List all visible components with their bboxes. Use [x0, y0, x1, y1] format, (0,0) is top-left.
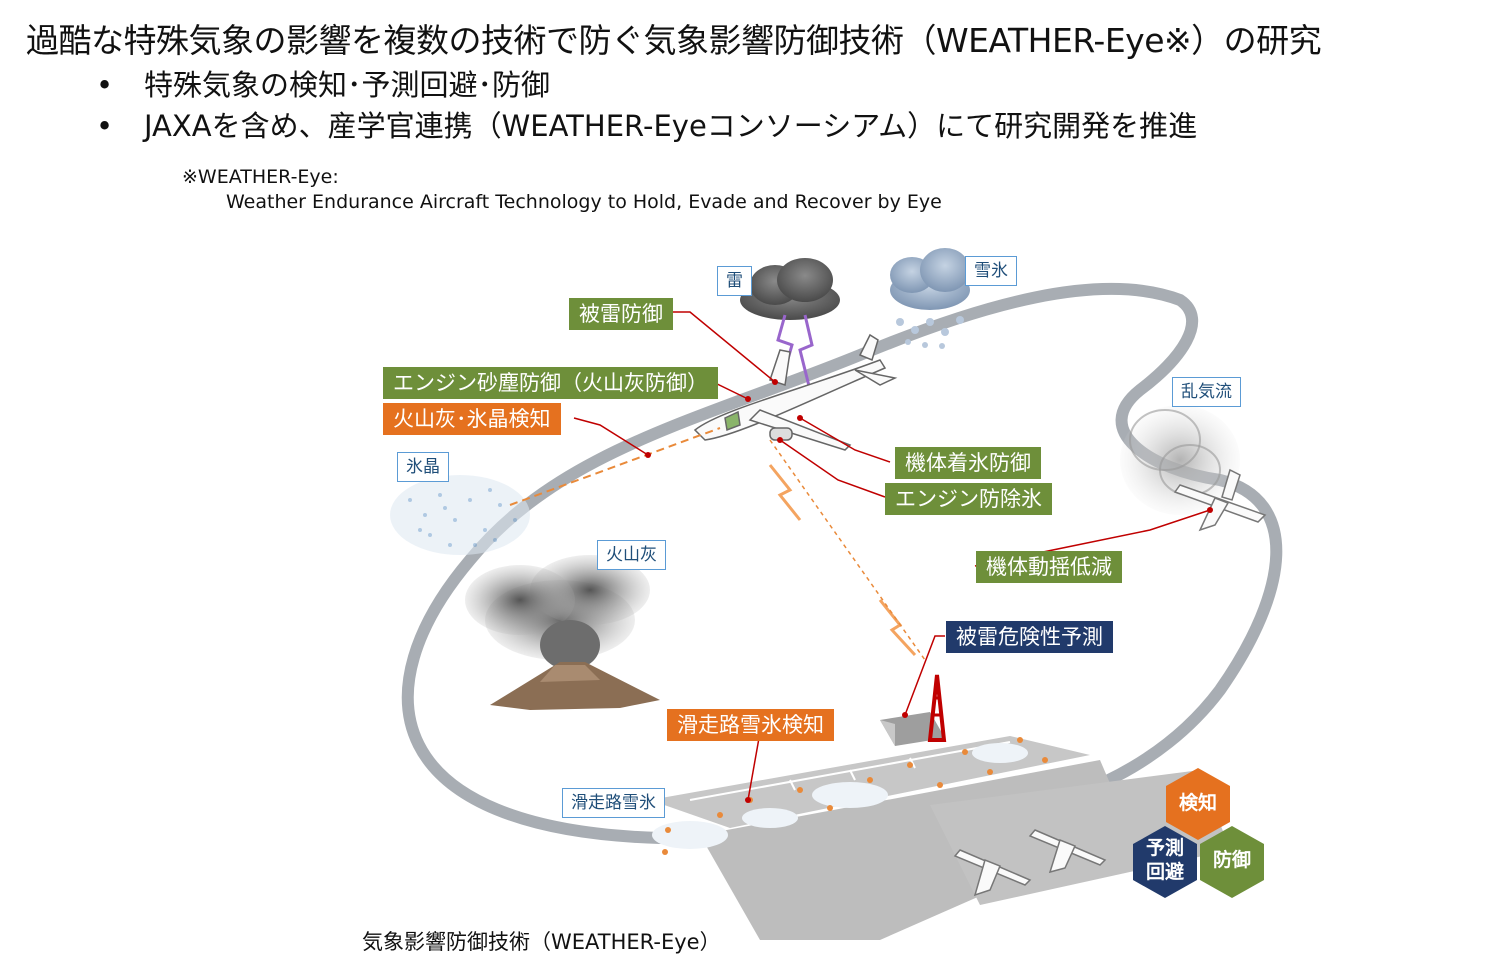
hex-predict-label-1: 予測	[1145, 837, 1184, 859]
lightning-bolt-upper	[768, 464, 802, 521]
bullet-1: •特殊気象の検知･予測回避･防御	[96, 68, 551, 102]
label-airframe-icing: 機体着氷防御	[895, 447, 1041, 479]
hex-protect-label: 防御	[1212, 849, 1251, 871]
ash-detection-beam	[509, 427, 721, 506]
label-ash-ice-detect: 火山灰･氷晶検知	[383, 403, 561, 435]
snow-cloud	[890, 248, 970, 349]
turbulence-cloud	[1120, 405, 1240, 515]
hex-predict	[1133, 826, 1197, 898]
main-aircraft	[693, 333, 898, 451]
label-gust-alleviation: 機体動揺低減	[976, 551, 1122, 583]
hexagon-cluster	[1133, 768, 1264, 898]
hex-detect	[1166, 768, 1230, 840]
leader-dots	[645, 379, 1213, 803]
bullet-2: •JAXAを含め、産学官連携（WEATHER-Eyeコンソーシアム）にて研究開発…	[96, 109, 1198, 143]
bullet-2-text: JAXAを含め、産学官連携（WEATHER-Eyeコンソーシアム）にて研究開発を…	[144, 109, 1198, 143]
flight-path	[401, 282, 1283, 844]
tag-volcanic-ash: 火山灰	[597, 540, 666, 570]
label-runway-detect: 滑走路雪氷検知	[667, 709, 834, 741]
label-engine-deice: エンジン防除氷	[885, 483, 1052, 515]
tag-runway-snow: 滑走路雪氷	[562, 788, 665, 818]
bullet-1-text: 特殊気象の検知･予測回避･防御	[144, 68, 551, 102]
label-engine-dust: エンジン砂塵防御（火山灰防御）	[383, 367, 718, 399]
page-title: 過酷な特殊気象の影響を複数の技術で防ぐ気象影響防御技術（WEATHER-Eye※…	[26, 21, 1322, 60]
label-lightning-protection: 被雷防御	[569, 298, 673, 330]
parked-aircraft	[953, 829, 1107, 897]
hex-protect	[1200, 826, 1264, 898]
tag-lightning: 雷	[717, 266, 752, 296]
lightning-bolt-lower	[878, 599, 917, 657]
figure-caption: 気象影響防御技術（WEATHER-Eye）	[362, 930, 721, 954]
tag-snow-ice: 雪氷	[965, 256, 1017, 286]
volcano	[465, 555, 660, 710]
tag-ice-crystal: 氷晶	[397, 452, 449, 482]
sensor-beam	[769, 439, 926, 661]
thundercloud	[740, 258, 840, 391]
leader-lines	[573, 311, 1211, 801]
tag-turbulence: 乱気流	[1172, 377, 1241, 407]
note-expansion: Weather Endurance Aircraft Technology to…	[226, 191, 942, 213]
turbulence-aircraft	[1173, 468, 1267, 532]
ice-crystal-cloud	[390, 475, 530, 555]
label-lightning-risk: 被雷危険性予測	[946, 621, 1113, 653]
hex-predict-label-2: 回避	[1145, 861, 1184, 883]
hex-detect-label: 検知	[1178, 792, 1217, 814]
note-title: ※WEATHER-Eye:	[182, 166, 339, 188]
